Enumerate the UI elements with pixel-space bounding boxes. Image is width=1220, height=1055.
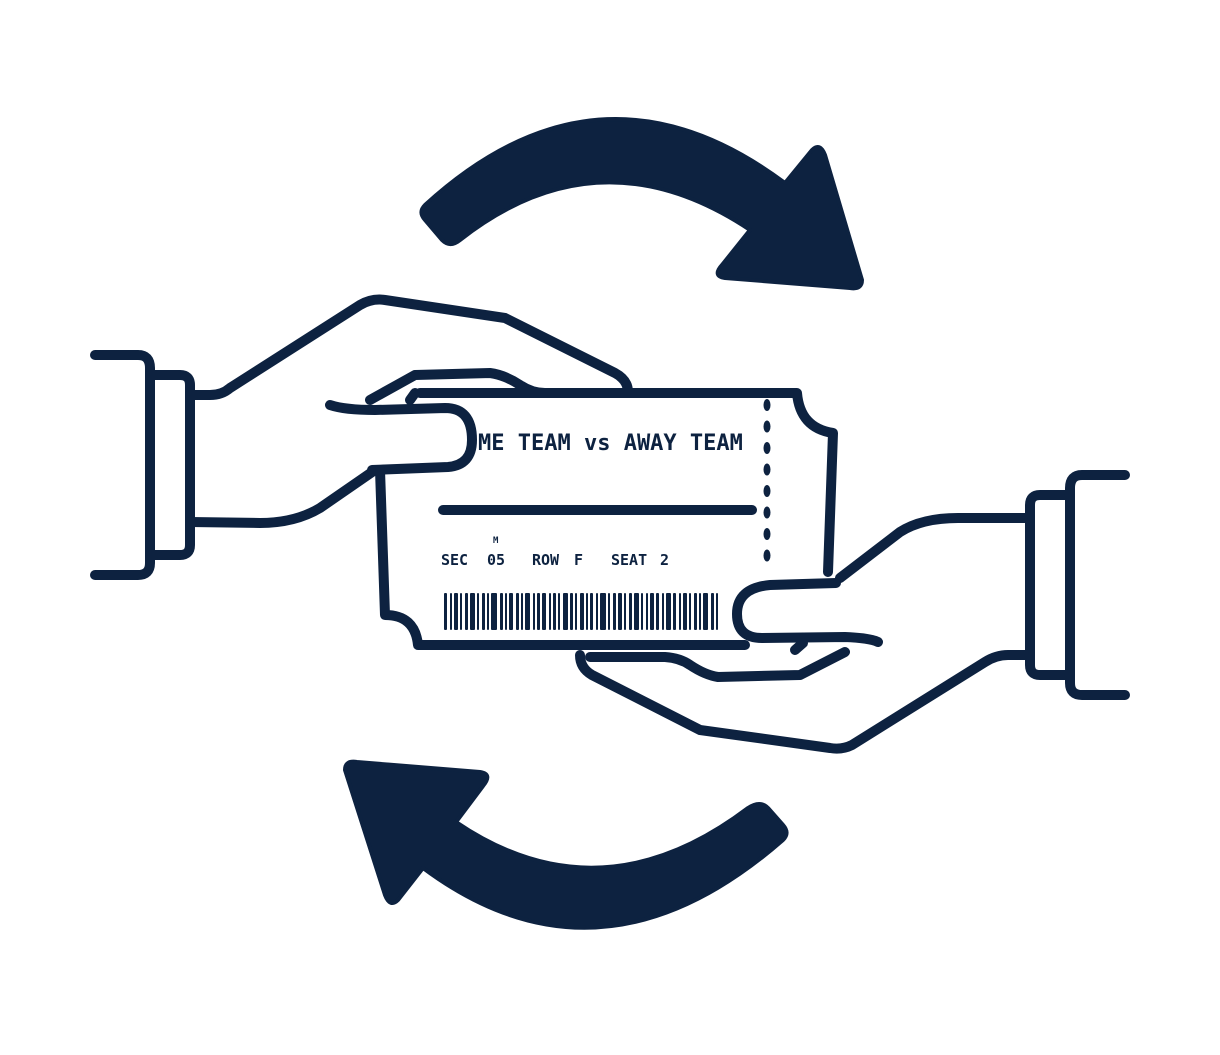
right-thumb: [732, 578, 883, 647]
barcode-bar: [629, 593, 632, 630]
barcode-bar: [537, 593, 540, 630]
bottom-arrow-icon: [343, 759, 789, 930]
barcode-bar: [491, 593, 497, 630]
barcode-bar: [703, 593, 708, 630]
barcode-bar: [465, 593, 468, 630]
left-hand-bottom: [185, 465, 380, 528]
right-hand-bottom: [575, 650, 1035, 754]
barcode-bar: [580, 593, 584, 630]
ticket-barcode: [444, 593, 718, 630]
barcode-bar: [586, 593, 588, 630]
barcode-bar: [641, 593, 643, 630]
barcode-bar: [460, 593, 462, 630]
ticket: ME TEAM vs AWAY TEAM SEC 05 M ROW F SEAT…: [375, 388, 838, 650]
barcode-bar: [444, 593, 447, 630]
left-cuff-inner: [145, 370, 195, 560]
barcode-bar: [482, 593, 485, 630]
barcode-bar: [575, 593, 577, 630]
barcode-bar: [679, 593, 681, 630]
perforation-dot: [763, 442, 771, 454]
barcode-bar: [533, 593, 535, 630]
barcode-bar: [662, 593, 664, 630]
barcode-bar: [525, 593, 530, 630]
ticket-outline: [375, 388, 838, 650]
left-thumb: [325, 400, 477, 475]
barcode-bar: [563, 593, 568, 630]
bottom-arrow-body: [343, 759, 789, 930]
barcode-bar: [509, 593, 513, 630]
ticket-row-label: ROW: [532, 551, 560, 569]
right-hand-top: [835, 513, 1035, 583]
barcode-bar: [542, 593, 546, 630]
barcode-bar: [650, 593, 654, 630]
ticket-row-value: F: [574, 551, 583, 569]
barcode-bar: [558, 593, 560, 630]
perforation-dot: [763, 549, 771, 562]
barcode-bar: [666, 593, 671, 630]
barcode-bar: [600, 593, 606, 630]
top-arrow-icon: [419, 117, 864, 291]
barcode-bar: [500, 593, 503, 630]
barcode-bar: [683, 593, 687, 630]
barcode-bar: [505, 593, 507, 630]
barcode-bar: [487, 593, 489, 630]
right-cuff-inner: [1025, 490, 1075, 680]
right-cuff-outer: [1065, 470, 1130, 700]
barcode-bar: [634, 593, 639, 630]
left-cuff-outer: [90, 350, 155, 580]
perforation-dot: [763, 463, 771, 476]
right-hand-icon: [575, 470, 1130, 754]
barcode-bar: [516, 593, 519, 630]
barcode-bar: [470, 593, 475, 630]
ticket-seat-value: 2: [660, 551, 669, 569]
perforation-dot: [763, 420, 771, 433]
barcode-bar: [624, 593, 626, 630]
barcode-bar: [608, 593, 610, 630]
barcode-bar: [646, 593, 648, 630]
right-finger-tip: [790, 638, 808, 655]
barcode-bar: [450, 593, 452, 630]
barcode-bar: [454, 593, 458, 630]
right-fingers: [585, 647, 850, 682]
barcode-bar: [570, 593, 573, 630]
ticket-seat-label: SEAT: [611, 551, 647, 569]
barcode-bar: [596, 593, 598, 630]
barcode-bar: [477, 593, 479, 630]
barcode-bar: [553, 593, 556, 630]
barcode-bar: [689, 593, 691, 630]
barcode-bar: [694, 593, 697, 630]
barcode-bar: [549, 593, 551, 630]
barcode-bar: [590, 593, 593, 630]
ticket-sec-value: 05: [487, 551, 505, 569]
barcode-bar: [711, 593, 714, 630]
left-finger-tip: [405, 388, 420, 405]
barcode-bar: [613, 593, 616, 630]
barcode-bar: [521, 593, 523, 630]
ticket-title: ME TEAM vs AWAY TEAM: [478, 431, 743, 456]
barcode-bar: [618, 593, 622, 630]
ticket-perforation: [763, 399, 771, 562]
ticket-sec-label: SEC: [441, 551, 468, 569]
top-arrow-body: [419, 117, 864, 291]
perforation-dot: [763, 485, 771, 497]
perforation-dot: [763, 399, 771, 411]
perforation-dot: [763, 528, 771, 540]
left-hand-icon: [90, 294, 633, 580]
barcode-bar: [699, 593, 701, 630]
left-hand-top: [185, 294, 633, 400]
barcode-bar: [673, 593, 676, 630]
perforation-dot: [763, 506, 771, 519]
barcode-bar: [716, 593, 718, 630]
ticket-sec-mark: M: [493, 536, 499, 546]
barcode-bar: [656, 593, 659, 630]
